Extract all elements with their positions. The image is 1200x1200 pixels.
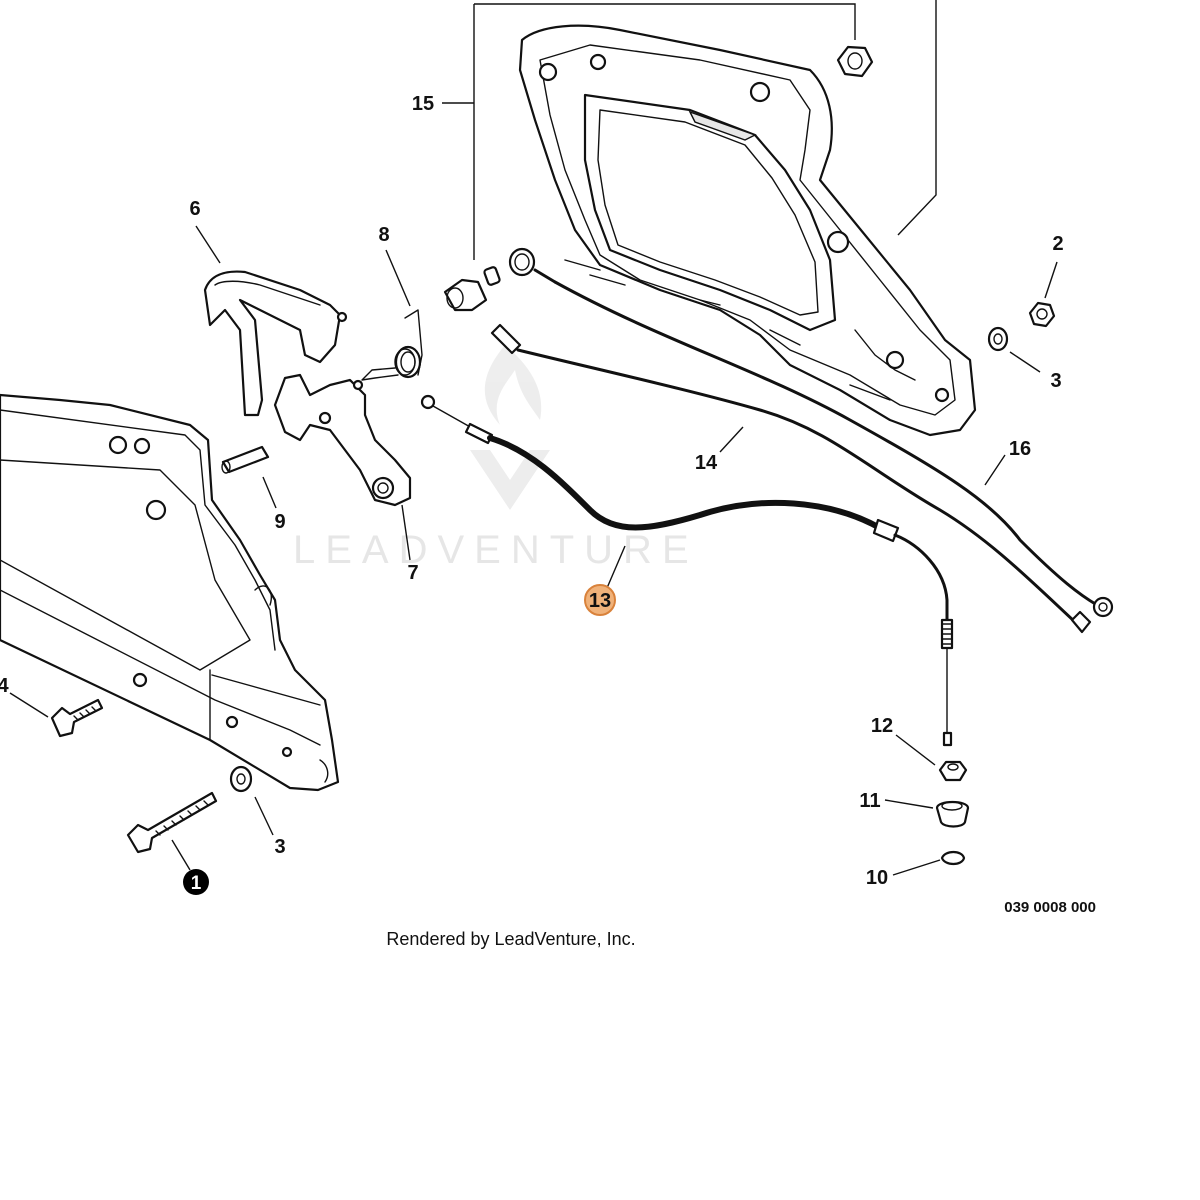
washer-part-3-lower	[229, 765, 253, 793]
callout-1-marker[interactable]: 1	[183, 869, 209, 895]
callout-16[interactable]: 16	[1009, 438, 1031, 460]
bushing-part-11	[935, 800, 970, 828]
callout-3-upper[interactable]: 3	[1050, 370, 1061, 392]
wire-part-16	[490, 323, 1092, 634]
screw-part-4	[50, 698, 104, 738]
callout-10[interactable]: 10	[866, 867, 888, 889]
callout-13[interactable]: 13	[589, 590, 611, 612]
callout-14[interactable]: 14	[695, 452, 718, 474]
ring-terminal-wire	[508, 247, 557, 284]
callout-1[interactable]: 1	[191, 873, 202, 894]
callout-3-lower[interactable]: 3	[274, 836, 285, 858]
pin-part-9	[221, 445, 270, 474]
spring-part-8	[361, 309, 423, 381]
washer-part-3-upper	[987, 326, 1009, 352]
callout-9[interactable]: 9	[274, 511, 285, 533]
callout-4[interactable]: 4	[0, 675, 9, 697]
wire-part-14	[553, 280, 1114, 618]
watermark-text: LEADVENTURE	[293, 528, 699, 572]
callout-13-highlight[interactable]: 13	[584, 584, 616, 616]
diagram-code: 039 0008 000	[1004, 899, 1096, 916]
callout-12[interactable]: 12	[871, 715, 893, 737]
callouts: 6 8 9 7 4 3 2 3 15 14 16 12 11 10 13 1	[0, 93, 1064, 895]
callout-11[interactable]: 11	[859, 790, 880, 812]
callout-2[interactable]: 2	[1052, 233, 1063, 255]
lever-part-6	[203, 270, 348, 417]
nut-part-12	[938, 760, 968, 782]
handle-frame-lower	[0, 393, 340, 792]
throttle-cable-part-13	[420, 394, 954, 747]
clip-part-10	[940, 850, 966, 866]
callout-8[interactable]: 8	[378, 224, 389, 246]
callout-7[interactable]: 7	[407, 562, 418, 584]
leader-lines	[9, 0, 1058, 876]
nut-top	[836, 45, 874, 78]
credit-text: Rendered by LeadVenture, Inc.	[386, 929, 635, 949]
nut-part-2	[1028, 301, 1056, 328]
callout-6[interactable]: 6	[189, 198, 200, 220]
connector-part-15	[443, 266, 501, 312]
callout-15[interactable]: 15	[412, 93, 434, 115]
trigger-part-7	[273, 373, 412, 507]
screw-part-1	[126, 791, 218, 854]
handle-frame-upper	[518, 24, 977, 437]
